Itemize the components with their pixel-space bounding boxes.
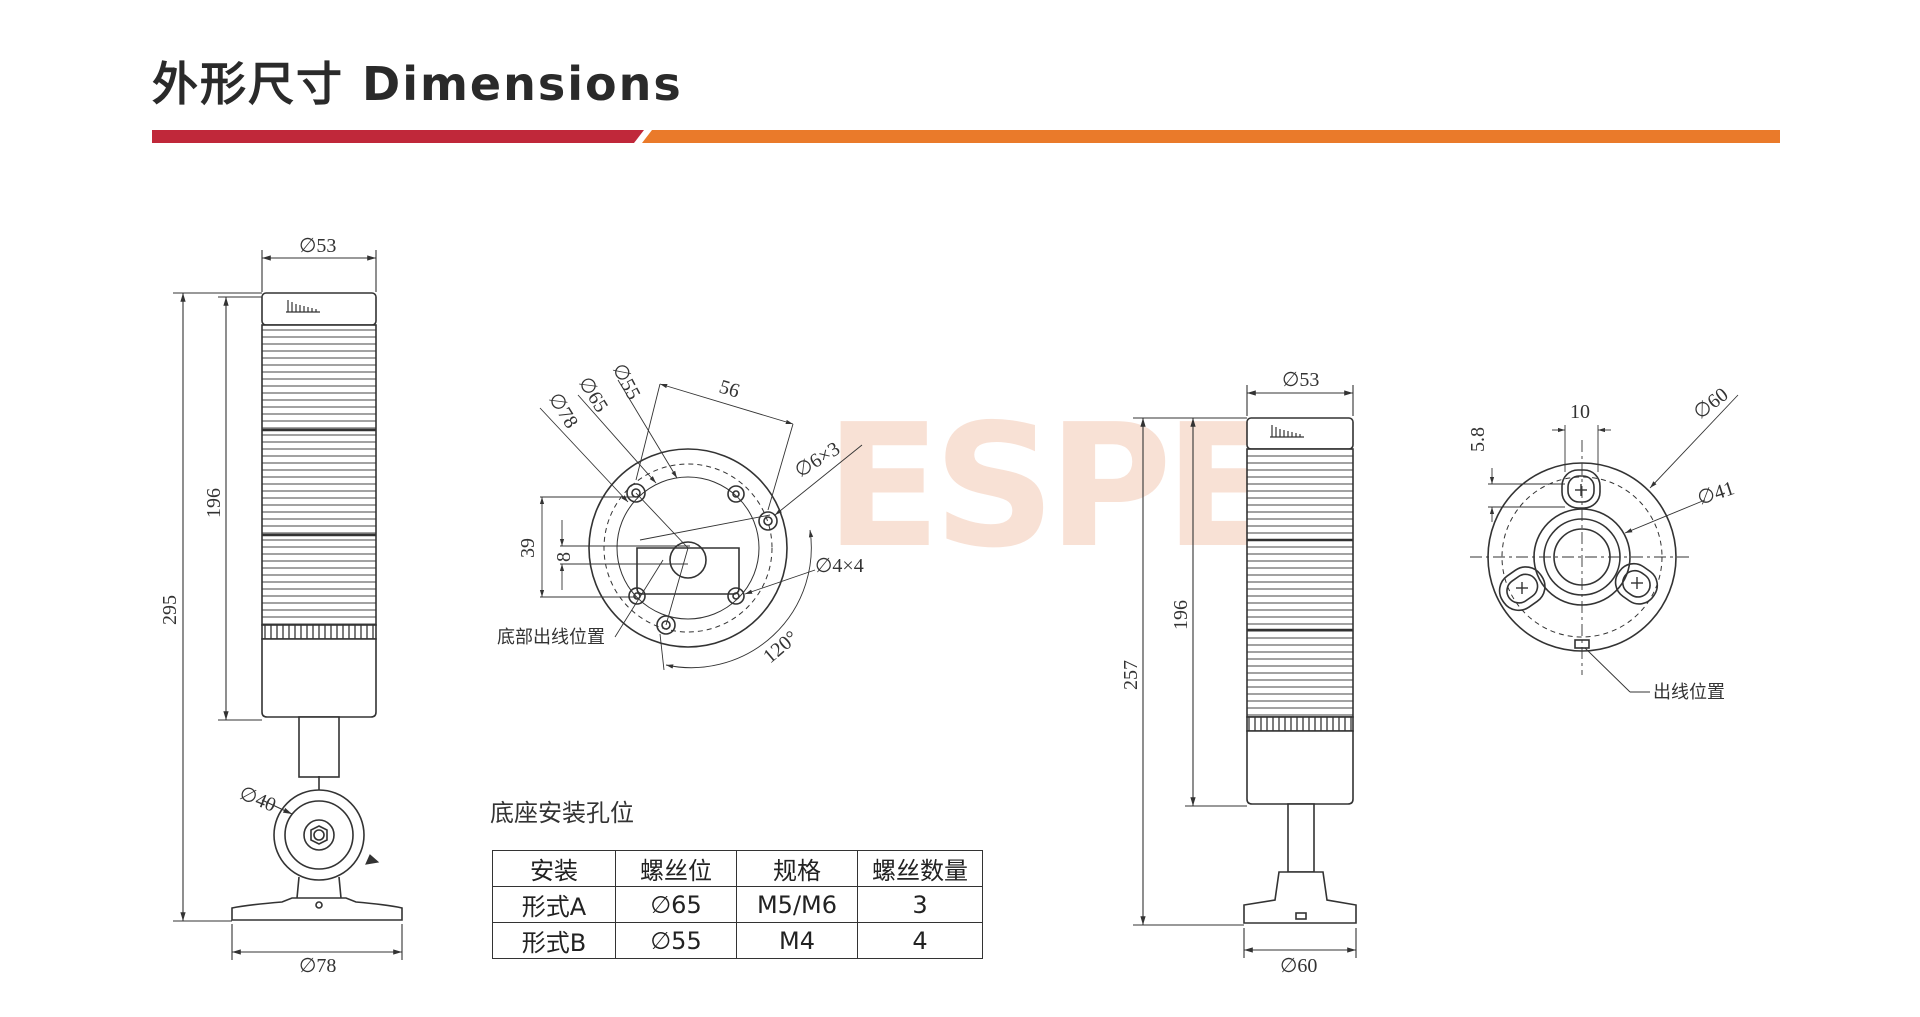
table-row: 形式B ∅55 M4 4: [492, 922, 983, 959]
col-header-screw-pos: 螺丝位: [615, 850, 737, 887]
v3-dim-257: 257: [1120, 660, 1142, 690]
slot-left: [1498, 566, 1546, 612]
cell-install: 形式B: [492, 922, 616, 959]
col-header-install: 安装: [492, 850, 616, 887]
v1-dim-295: 295: [159, 595, 181, 625]
pole: [298, 716, 340, 778]
mount-table: 安装 螺丝位 规格 螺丝数量 形式A ∅65 M5/M6 3 形式B ∅55 M…: [492, 850, 983, 959]
v1-dim-196: 196: [203, 488, 225, 518]
v1-dim-53: ∅53: [299, 235, 336, 257]
ribbed-body: [261, 324, 377, 626]
col-header-spec: 规格: [736, 850, 858, 887]
cell-screw-pos: ∅55: [615, 922, 737, 959]
v4-cable-note: 出线位置: [1653, 682, 1725, 703]
page-title: 外形尺寸 Dimensions: [152, 57, 683, 111]
view-side-flange: [1133, 385, 1357, 958]
view-side-bracket: [173, 250, 403, 960]
cell-install: 形式A: [492, 886, 616, 923]
v2-dim-39: 39: [517, 538, 539, 558]
pole: [1287, 803, 1315, 873]
cell-screw-qty: 4: [857, 922, 983, 959]
base-module: [1246, 730, 1354, 805]
view-flange-bottom: [1470, 394, 1739, 693]
v2-hole-4x4: ∅4×4: [815, 555, 864, 577]
top-cap: [261, 292, 377, 326]
base-module: [261, 638, 377, 718]
cell-screw-qty: 3: [857, 886, 983, 923]
v4-dim-5-8: 5.8: [1467, 427, 1489, 452]
vent-band: [261, 624, 377, 640]
table-header-row: 安装 螺丝位 规格 螺丝数量: [492, 850, 983, 887]
v3-dim-60: ∅60: [1280, 955, 1317, 977]
v2-dim-65: ∅65: [574, 373, 612, 416]
view-base-bottom: [539, 379, 863, 671]
v4-dim-10: 10: [1570, 401, 1590, 423]
underline-orange: [642, 130, 1780, 143]
v4-dim-60: ∅60: [1690, 384, 1733, 424]
bracket-ring: [273, 789, 365, 881]
top-cap: [1246, 417, 1354, 450]
cell-spec: M4: [736, 922, 858, 959]
watermark-text: ESPE: [825, 388, 1272, 586]
cell-screw-pos: ∅65: [615, 886, 737, 923]
v2-angle-120: 120°: [759, 627, 802, 668]
slot-right: [1614, 562, 1659, 605]
base-plate: [231, 897, 403, 921]
cap-marks: [286, 300, 320, 313]
v4-dim-41: ∅41: [1695, 477, 1737, 509]
v3-dim-53: ∅53: [1282, 369, 1319, 391]
table-row: 形式A ∅65 M5/M6 3: [492, 886, 983, 923]
v2-dim-78: ∅78: [544, 389, 582, 432]
v2-cable-note: 底部出线位置: [497, 627, 605, 648]
mount-title: 底座安装孔位: [490, 799, 634, 827]
title-underline: [152, 130, 1780, 143]
underline-red: [152, 130, 644, 143]
ribbed-body: [1246, 448, 1354, 718]
vent-band: [1246, 716, 1354, 732]
flange-base: [1243, 871, 1357, 924]
slot-top: [1561, 469, 1601, 509]
col-header-screw-qty: 螺丝数量: [857, 850, 983, 887]
v2-dim-55: ∅55: [608, 360, 645, 403]
v2-dim-8: 8: [553, 552, 575, 562]
v1-dim-78: ∅78: [299, 955, 336, 977]
v3-dim-196: 196: [1170, 600, 1192, 630]
cable-slot: [636, 547, 740, 595]
v1-dim-40: ∅40: [236, 782, 279, 816]
cell-spec: M5/M6: [736, 886, 858, 923]
watermark-logo: ESPE: [825, 388, 1280, 586]
v2-dim-56: 56: [717, 376, 743, 403]
